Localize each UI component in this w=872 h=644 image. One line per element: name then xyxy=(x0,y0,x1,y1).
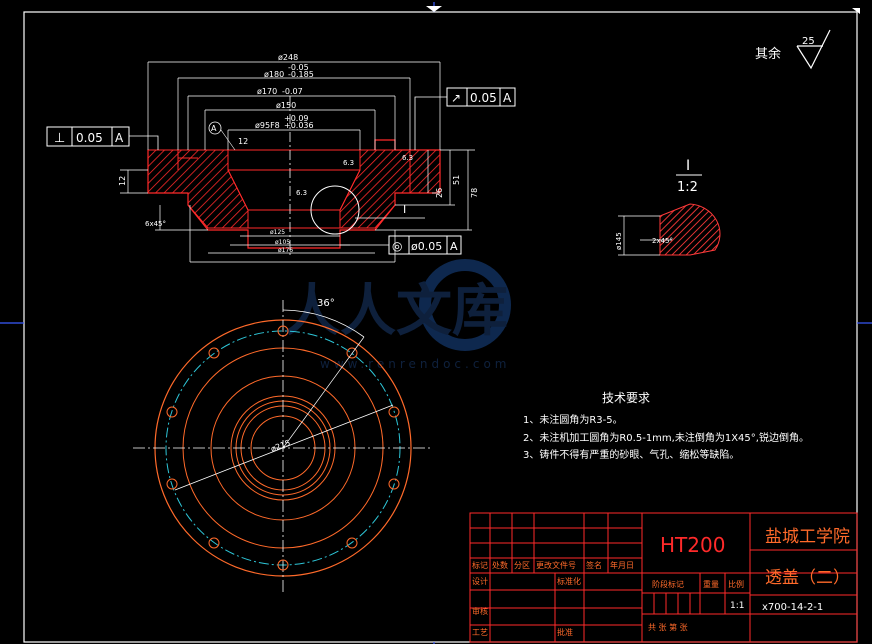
tb-row-label-4: 更改文件号 xyxy=(536,560,576,570)
roughness-note: 其余 25 xyxy=(755,29,831,70)
tb-row-label-2: 处数 xyxy=(492,560,508,570)
tb-school: 盐城工学院 xyxy=(765,527,850,547)
detail-label: I xyxy=(686,158,690,174)
datum-a: A xyxy=(211,124,217,133)
dim-d170: ø170 xyxy=(257,87,277,96)
plan-view: 36° ø215 xyxy=(133,298,433,595)
watermark: 人人文库 www.renrendoc.com xyxy=(284,259,511,371)
gdt-runout-datum: A xyxy=(503,91,512,105)
dim-ra-a: 6.3 xyxy=(343,159,354,167)
gdt-runout-symbol: ↗ xyxy=(451,91,461,105)
tb-approve: 批准 xyxy=(557,627,573,637)
dim-d176: ø176 xyxy=(278,247,293,254)
tb-standard: 标准化 xyxy=(557,576,581,586)
section-view: I xyxy=(118,53,479,263)
dim-d95-tol2: +0.036 xyxy=(284,121,314,130)
gdt-perpendicularity: ⊥ 0.05 A xyxy=(46,126,159,150)
tb-scale-value: 1:1 xyxy=(730,601,744,611)
gdt-conc-value: ø0.05 xyxy=(411,240,442,253)
dim-d95-tol: +0.09 xyxy=(284,114,309,123)
gdt-perp-datum: A xyxy=(115,131,124,145)
title-block: HT200 盐城工学院 透盖（二） x700-14-2-1 标记 处数 分区 更… xyxy=(469,512,858,643)
dim-h78: 78 xyxy=(470,188,479,198)
tech-item-2: 2、未注机加工圆角为R0.5-1mm,未注倒角为1X45°,锐边倒角。 xyxy=(523,431,809,444)
detail-circle xyxy=(310,185,360,235)
tb-material: HT200 xyxy=(660,533,725,557)
gdt-conc-symbol: ◎ xyxy=(392,239,402,253)
tech-item-3: 3、铸件不得有严重的砂眼、气孔、缩松等缺陷。 xyxy=(523,448,739,461)
detail-d1: ø145 xyxy=(615,232,623,250)
tb-sheets: 共 张 第 张 xyxy=(648,622,688,632)
dim-ra-b: 6.3 xyxy=(296,189,307,197)
dim-d95: ø95F8 xyxy=(255,121,280,130)
gdt-perp-value: 0.05 xyxy=(76,131,103,145)
tb-row-label-3: 分区 xyxy=(514,561,530,570)
tech-title: 技术要求 xyxy=(602,391,650,405)
dim-d125: ø125 xyxy=(270,229,285,236)
dim-d150: ø150 xyxy=(276,101,296,110)
plan-angle: 36° xyxy=(317,298,335,309)
plan-bolt-circle: ø215 xyxy=(269,438,291,454)
tb-craft: 工艺 xyxy=(472,628,488,637)
detail-view: I 1:2 ø145 2x45° xyxy=(615,158,721,256)
dim-ang: 12 xyxy=(238,137,248,146)
dim-d248: ø248 xyxy=(278,53,298,62)
tb-drawing-no: x700-14-2-1 xyxy=(762,602,823,613)
tb-scale: 比例 xyxy=(728,579,744,589)
hatch-left-flange xyxy=(147,149,249,229)
dim-d180-tol: -0.05 xyxy=(288,63,309,72)
dim-h12: 12 xyxy=(118,176,127,186)
gdt-concentricity: ◎ ø0.05 A xyxy=(340,235,462,255)
tb-review: 审核 xyxy=(472,606,488,616)
tb-row-label-5: 签名 xyxy=(586,560,602,570)
dim-ra-c: 6.3 xyxy=(402,154,413,162)
dim-h51: 51 xyxy=(452,175,461,185)
dim-d180: ø180 xyxy=(264,70,284,79)
tb-part-name: 透盖（二） xyxy=(765,568,850,588)
hatch-right-flange xyxy=(339,149,441,229)
detail-ref: I xyxy=(403,203,406,216)
tb-row-label-6: 年月日 xyxy=(610,560,634,570)
tech-requirements: 技术要求 1、未注圆角为R3-5。 2、未注机加工圆角为R0.5-1mm,未注倒… xyxy=(523,391,809,461)
tb-design: 设计 xyxy=(472,576,488,586)
gdt-perp-symbol: ⊥ xyxy=(54,131,65,146)
gdt-conc-datum: A xyxy=(450,240,458,253)
watermark-text: 人人文库 xyxy=(284,279,508,344)
detail-d2: 2x45° xyxy=(652,237,673,245)
detail-scale: 1:2 xyxy=(677,180,698,195)
gdt-runout-value: 0.05 xyxy=(470,91,497,105)
dim-d180-tol2: -0.185 xyxy=(288,70,314,79)
dim-d170-tol: -0.07 xyxy=(282,87,303,96)
dim-h26: 26 xyxy=(435,188,444,198)
dim-r6: 6x45° xyxy=(145,220,166,228)
tech-item-1: 1、未注圆角为R3-5。 xyxy=(523,413,623,426)
tb-row-label-1: 标记 xyxy=(472,560,488,570)
roughness-value: 25 xyxy=(802,36,815,47)
roughness-label: 其余 xyxy=(755,46,781,62)
watermark-url: www.renrendoc.com xyxy=(320,357,510,371)
dim-d105: ø105 xyxy=(275,239,290,246)
gdt-runout: ↗ 0.05 A xyxy=(414,87,516,150)
tb-weight: 重量 xyxy=(703,579,719,589)
tb-stage-mark: 阶段标记 xyxy=(652,579,684,589)
